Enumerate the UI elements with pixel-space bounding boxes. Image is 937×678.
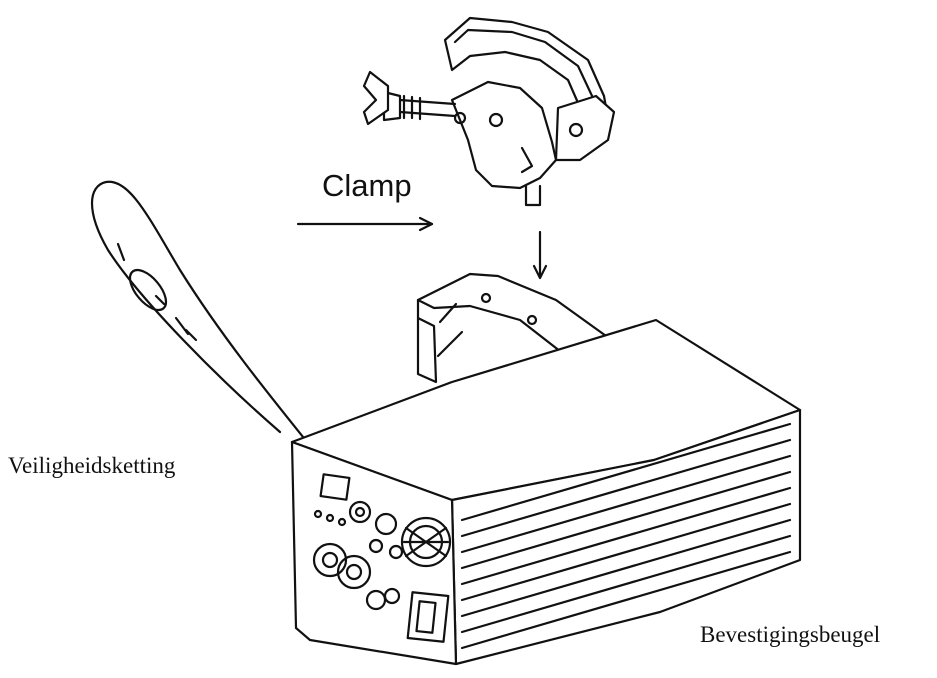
safety-chain-drawing [90,180,354,500]
laser-housing-drawing [290,318,802,666]
safety-chain-label: Veiligheidsketting [8,453,176,478]
clamp-arrow [296,216,434,232]
clamp-drawing [362,16,616,207]
mounting-bracket-label: Bevestigingsbeugel [700,622,881,647]
clamp-label: Clamp [322,168,412,203]
down-arrow [532,230,548,280]
